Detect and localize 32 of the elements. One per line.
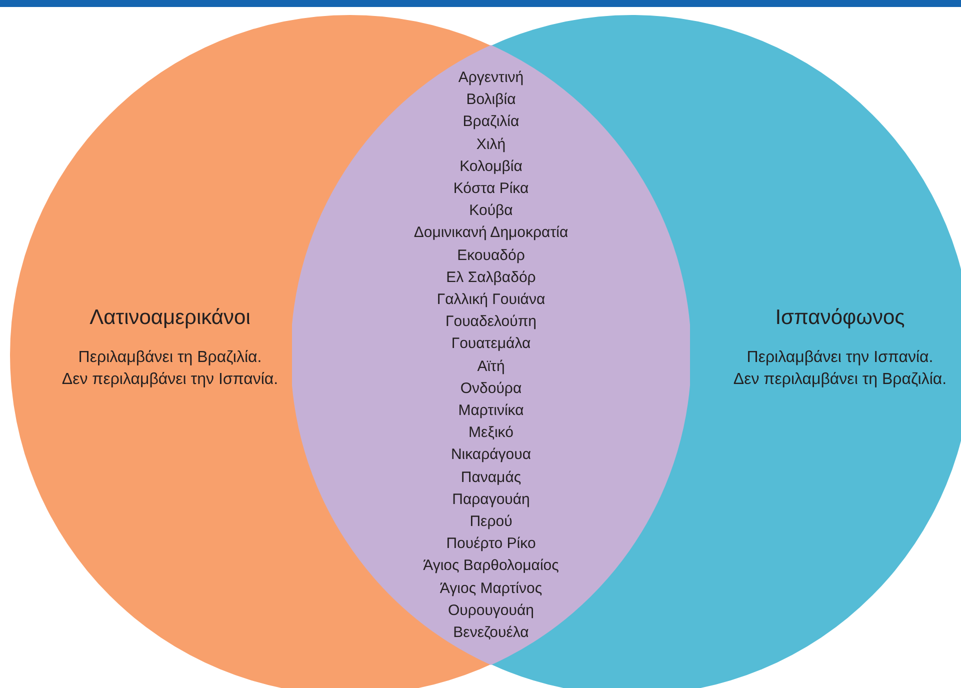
country-name: Ονδούρα bbox=[460, 378, 522, 399]
country-name: Αργεντινή bbox=[458, 68, 524, 88]
set-description: Περιλαμβάνει τη Βραζιλία. bbox=[78, 348, 262, 368]
country-name: Βραζιλία bbox=[462, 112, 520, 132]
set-description: Δεν περιλαμβάνει την Ισπανία. bbox=[62, 370, 278, 390]
set-description: Δεν περιλαμβάνει τη Βραζιλία. bbox=[733, 370, 947, 390]
country-name: Άγιος Μαρτίνος bbox=[440, 578, 542, 599]
set-description: Περιλαμβάνει την Ισπανία. bbox=[746, 348, 934, 368]
country-name: Βολιβία bbox=[466, 90, 516, 110]
country-name: Αϊτή bbox=[477, 356, 505, 377]
country-name: Πουέρτο Ρίκο bbox=[446, 534, 536, 554]
country-name: Δομινικανή Δημοκρατία bbox=[414, 223, 568, 244]
country-name: Κούβα bbox=[469, 201, 513, 222]
country-name: Ελ Σαλβαδόρ bbox=[446, 268, 536, 288]
set-heading: Ισπανόφωνος bbox=[775, 305, 905, 331]
country-name: Μεξικό bbox=[468, 423, 514, 444]
country-name: Παναμάς bbox=[460, 468, 522, 488]
country-name: Ουρουγουάη bbox=[448, 600, 534, 621]
country-name: Χιλή bbox=[476, 134, 506, 155]
set-heading: Λατινοαμερικάνοι bbox=[90, 305, 250, 331]
country-name: Γαλλική Γουιάνα bbox=[436, 290, 546, 310]
country-name: Γουατεμάλα bbox=[451, 334, 531, 354]
country-name: Περού bbox=[470, 512, 512, 532]
country-name: Κόστα Ρίκα bbox=[453, 179, 529, 200]
country-name: Μαρτινίκα bbox=[458, 401, 524, 422]
country-name: Νικαράγουα bbox=[450, 445, 532, 466]
country-name: Εκουαδόρ bbox=[457, 246, 525, 266]
country-name: Γουαδελούπη bbox=[445, 312, 537, 332]
country-name: Παραγουάη bbox=[452, 490, 530, 510]
country-name: Άγιος Βαρθολομαίος bbox=[423, 556, 559, 576]
country-name: Κολομβία bbox=[460, 156, 522, 177]
country-name: Βενεζουέλα bbox=[453, 623, 529, 644]
